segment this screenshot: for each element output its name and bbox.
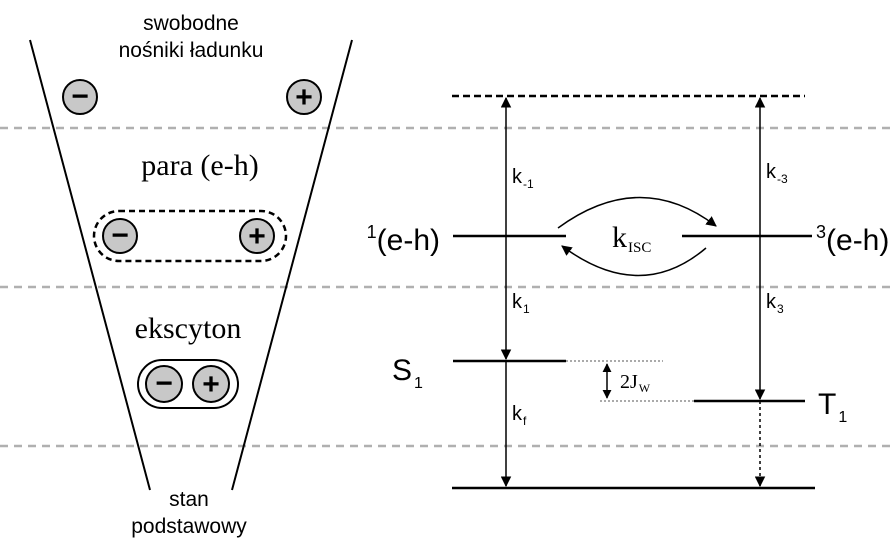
free-carriers-label-line2: nośniki ładunku xyxy=(119,39,264,62)
svg-text:+: + xyxy=(202,368,220,401)
pair-dashed-outline xyxy=(92,209,288,263)
exciton-electron: − xyxy=(145,365,183,403)
rate-k3-label: k3 xyxy=(766,291,784,316)
energy-separators xyxy=(0,126,896,448)
rate-kisc-label: kISC xyxy=(612,221,651,256)
svg-text:+: + xyxy=(295,81,313,114)
free-hole: + xyxy=(286,79,322,115)
ground-state-label-line1: stan xyxy=(169,488,209,511)
free-electron: − xyxy=(62,79,98,115)
rate-kf-label: kf xyxy=(512,403,527,428)
svg-text:−: − xyxy=(155,367,173,400)
funnel-left-edge xyxy=(29,39,151,491)
exciton-hole: + xyxy=(192,365,230,403)
arrow-isc-backward xyxy=(561,245,707,277)
left-funnel-panel: swobodne nośniki ładunku − + para (e-h) … xyxy=(29,12,353,538)
ground-state-label-line2: podstawowy xyxy=(131,515,247,538)
pair-label: para (e-h) xyxy=(141,149,258,182)
svg-text:+: + xyxy=(248,220,266,253)
free-carriers-label-line1: swobodne xyxy=(143,12,239,35)
singlet-pair-label: 1(e-h) xyxy=(367,222,440,257)
svg-text:−: − xyxy=(111,219,129,252)
rate-k-minus3-label: k-3 xyxy=(766,161,788,186)
exciton-outline xyxy=(137,359,239,409)
svg-text:−: − xyxy=(71,80,89,113)
pair-hole: + xyxy=(239,218,275,254)
funnel-right-edge xyxy=(231,39,353,491)
rate-k1-label: k1 xyxy=(512,291,530,316)
triplet-pair-label: 3(e-h) xyxy=(816,222,889,257)
arrow-isc-forward xyxy=(557,196,717,229)
exciton-label: ekscyton xyxy=(135,312,242,345)
exchange-splitting-label: 2JW xyxy=(620,371,651,395)
pair-electron: − xyxy=(102,218,138,254)
rate-k-minus1-label: k-1 xyxy=(512,166,534,191)
